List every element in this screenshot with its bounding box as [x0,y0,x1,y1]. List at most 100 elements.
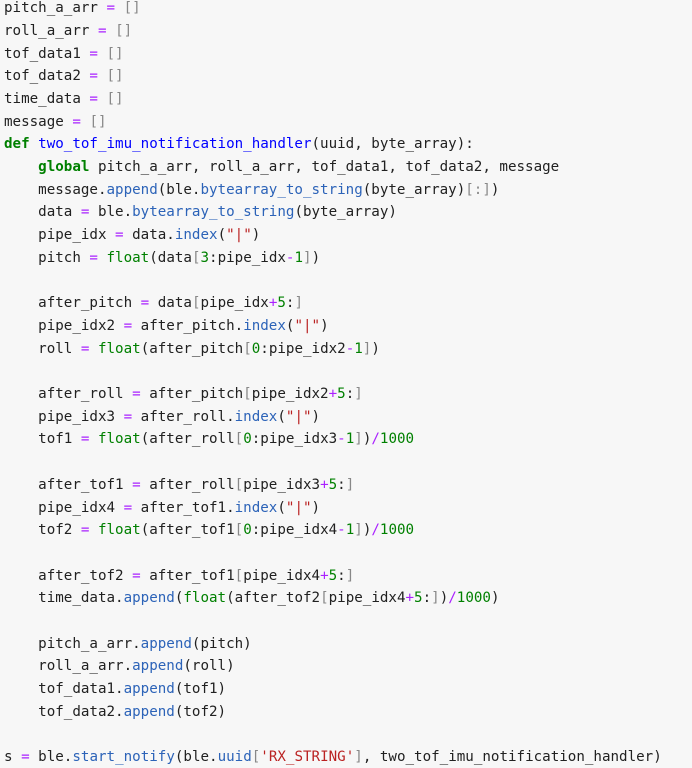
code-token: after_roll [140,476,235,493]
code-token: "|" [294,317,321,334]
code-line: def two_tof_imu_notification_handler(uui… [4,133,474,156]
code-token [89,522,98,538]
code-token: after_roll [4,386,133,403]
code-token: after_tof1 [4,476,133,493]
code-line: after_tof1 = after_roll[pipe_idx3+5:] [4,474,354,497]
code-token: ( [217,227,227,244]
code-line: pipe_idx2 = after_pitch.index("|") [4,315,328,338]
code-token: roll_a_arr [4,22,98,39]
code-token: ) [371,340,380,357]
code-token: [] [106,45,124,62]
code-token: : [422,590,432,607]
code-token: ) [251,227,261,244]
code-token: global [38,159,90,176]
code-token: [:] [465,181,491,198]
code-token: after_tof2 [4,567,133,584]
code-token: [ [191,295,201,312]
code-token: 1 [354,340,363,357]
code-line: tof_data1 = [] [4,43,124,66]
code-line: after_tof2 = after_tof1[pipe_idx4+5:] [4,565,354,588]
code-token: float [183,590,227,607]
code-line: pitch_a_arr = [] [4,0,141,20]
code-token: = [132,476,141,493]
code-line: time_data.append(float(after_tof2[pipe_i… [4,587,500,610]
code-token: data [149,295,192,312]
code-token: bytearray_to_string [132,204,295,221]
code-line: pipe_idx4 = after_tof1.index("|") [4,497,320,520]
code-token: ] [354,522,363,539]
code-token: = [89,249,98,266]
code-token: ( [277,408,286,425]
code-token: pipe_idx2 [4,317,124,334]
code-token: = [132,386,141,403]
code-token: : [337,567,346,584]
code-token: ) [439,590,449,607]
code-line: tof_data2 = [] [4,65,124,88]
code-token: ) [311,408,321,425]
code-token: ] [354,386,363,403]
code-token [98,91,107,107]
code-token: / [448,590,457,607]
code-line: pipe_idx = data.index("|") [4,224,260,247]
code-token: = [80,204,90,221]
code-token: float [97,522,141,539]
code-token: [ [234,567,244,584]
code-token: ) [490,590,500,607]
code-token: - [337,522,346,539]
code-token: = [123,408,133,425]
code-line: roll_a_arr.append(roll) [4,655,234,678]
code-token: index [234,408,278,425]
code-token: [ [234,522,244,539]
code-token: ] [345,567,355,584]
code-token: bytearray_to_string [200,181,363,198]
code-token: tof_data2 [4,68,90,85]
code-token: 1 [345,522,355,539]
code-token: pitch_a_arr, roll_a_arr, tof_data1, tof_… [89,159,560,176]
code-line: pitch = float(data[3:pipe_idx-1]) [4,247,320,270]
code-token: pitch [4,249,90,266]
code-token: [] [115,22,133,39]
code-token: + [320,567,329,584]
code-token: data [4,204,81,221]
code-token: roll [4,340,81,357]
code-token: = [123,317,133,334]
code-token: "|" [285,408,312,425]
code-token: (byte_array) [362,181,466,198]
code-token: message. [4,181,107,198]
code-token: / [371,431,380,448]
code-token: ] [362,340,372,357]
code-token: 5 [328,567,338,584]
code-token: float [97,340,141,357]
code-token: [ [234,431,244,448]
code-token: def [4,136,30,153]
code-token: pipe_idx4 [243,567,321,584]
code-token: pitch_a_arr [4,0,107,17]
code-token: (uuid, byte_array): [311,136,474,153]
code-token: (ble. [157,181,201,198]
code-token: pipe_idx [200,295,269,312]
code-token: (after_pitch [140,340,244,357]
code-token: ] [431,590,440,607]
code-token: 3 [200,249,210,266]
code-line: after_pitch = data[pipe_idx+5:] [4,292,303,315]
code-token: append [123,703,175,720]
code-token: (after_tof2 [226,590,321,607]
code-token [4,159,38,175]
code-token: = [80,340,90,357]
code-token: 0 [251,340,261,357]
code-token: [ [191,249,201,266]
code-token: : [285,295,295,312]
code-token: pipe_idx [4,227,116,244]
code-token: + [405,590,415,607]
code-token: time_data [4,90,90,107]
code-token: :pipe_idx3 [251,431,338,448]
code-token: 0 [243,522,252,539]
code-token: float [97,431,141,448]
code-token: index [243,317,286,334]
code-token: - [345,340,355,357]
code-line: tof_data1.append(tof1) [4,678,226,701]
code-token: + [268,295,278,312]
code-token: after_roll. [132,408,235,425]
code-token: pipe_idx3 [4,408,124,425]
